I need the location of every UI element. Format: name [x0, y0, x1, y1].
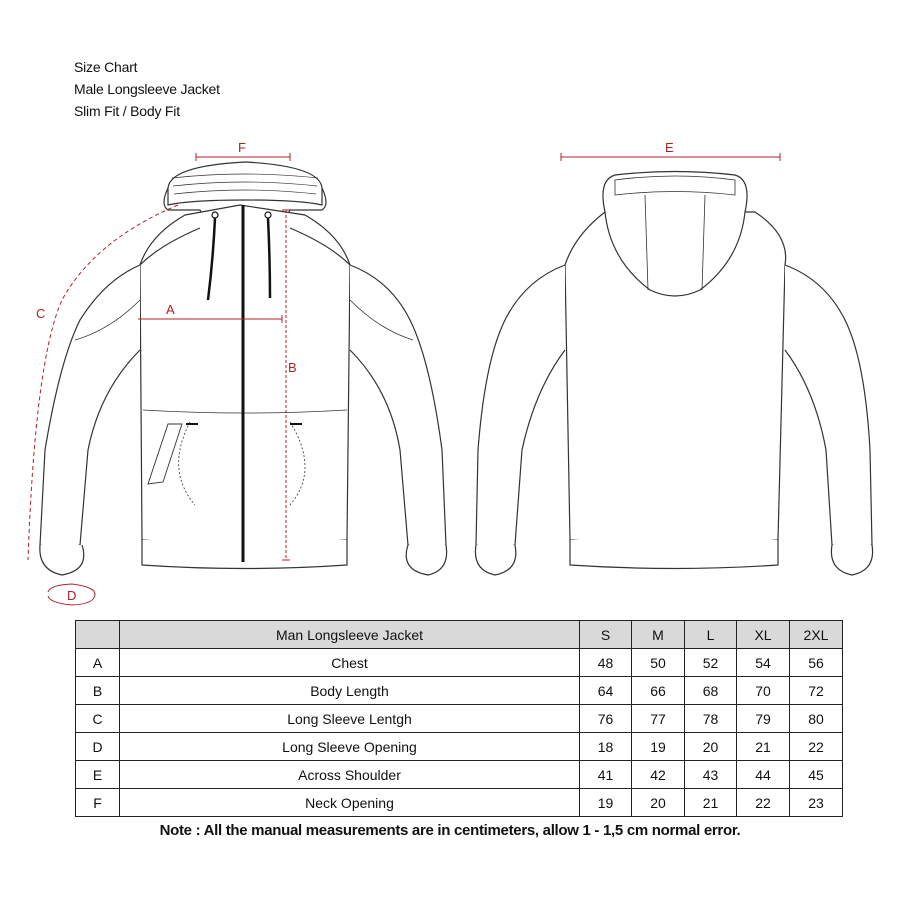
row-value: 22 — [789, 732, 843, 761]
table-row: D Long Sleeve Opening 18 19 20 21 22 — [75, 732, 843, 761]
table-header-row: Man Longsleeve Jacket S M L XL 2XL — [75, 620, 843, 649]
row-value: 20 — [631, 788, 685, 817]
label-a: A — [166, 302, 175, 317]
row-measurement: Across Shoulder — [119, 760, 580, 789]
row-value: 45 — [789, 760, 843, 789]
table-row: A Chest 48 50 52 54 56 — [75, 648, 843, 677]
row-code: D — [75, 732, 120, 761]
row-code: B — [75, 676, 120, 705]
row-value: 18 — [579, 732, 632, 761]
row-measurement: Neck Opening — [119, 788, 580, 817]
row-value: 19 — [631, 732, 685, 761]
row-value: 20 — [684, 732, 737, 761]
row-code: F — [75, 788, 120, 817]
measurement-note: Note : All the manual measurements are i… — [159, 822, 741, 839]
row-value: 52 — [684, 648, 737, 677]
row-value: 76 — [579, 704, 632, 733]
row-value: 70 — [736, 676, 790, 705]
measurement-labels: F A B C D E — [36, 140, 674, 603]
row-value: 68 — [684, 676, 737, 705]
label-c: C — [36, 306, 45, 321]
row-code: C — [75, 704, 120, 733]
row-value: 80 — [789, 704, 843, 733]
table-row: F Neck Opening 19 20 21 22 23 — [75, 788, 843, 817]
header-size: M — [631, 620, 685, 649]
header-size: 2XL — [789, 620, 843, 649]
chart-header: Size Chart Male Longsleeve Jacket Slim F… — [74, 56, 220, 122]
header-corner — [75, 620, 120, 649]
header-title: Size Chart — [74, 59, 138, 75]
header-product: Male Longsleeve Jacket — [74, 81, 220, 97]
row-value: 79 — [736, 704, 790, 733]
measurement-markers — [27, 153, 781, 606]
header-size: XL — [736, 620, 790, 649]
row-value: 64 — [579, 676, 632, 705]
row-value: 19 — [579, 788, 632, 817]
header-size: L — [684, 620, 737, 649]
header-title: Man Longsleeve Jacket — [119, 620, 580, 649]
row-value: 66 — [631, 676, 685, 705]
row-value: 48 — [579, 648, 632, 677]
row-measurement: Long Sleeve Lentgh — [119, 704, 580, 733]
row-value: 56 — [789, 648, 843, 677]
row-value: 21 — [684, 788, 737, 817]
row-measurement: Long Sleeve Opening — [119, 732, 580, 761]
size-table: Man Longsleeve Jacket S M L XL 2XL A Che… — [75, 620, 843, 817]
row-value: 44 — [736, 760, 790, 789]
row-value: 50 — [631, 648, 685, 677]
header-fit: Slim Fit / Body Fit — [74, 103, 180, 119]
label-b: B — [288, 360, 297, 375]
table-row: E Across Shoulder 41 42 43 44 45 — [75, 760, 843, 789]
row-code: E — [75, 760, 120, 789]
row-value: 78 — [684, 704, 737, 733]
header-size: S — [579, 620, 632, 649]
back-jacket-outline — [474, 170, 874, 576]
jacket-technical-drawing: F A B C D E — [27, 140, 874, 606]
row-value: 54 — [736, 648, 790, 677]
row-value: 43 — [684, 760, 737, 789]
row-value: 72 — [789, 676, 843, 705]
row-value: 41 — [579, 760, 632, 789]
row-measurement: Chest — [119, 648, 580, 677]
label-e: E — [665, 140, 674, 155]
row-value: 23 — [789, 788, 843, 817]
row-measurement: Body Length — [119, 676, 580, 705]
row-value: 21 — [736, 732, 790, 761]
label-d: D — [67, 588, 76, 603]
table-row: C Long Sleeve Lentgh 76 77 78 79 80 — [75, 704, 843, 733]
row-value: 22 — [736, 788, 790, 817]
table-row: B Body Length 64 66 68 70 72 — [75, 676, 843, 705]
row-value: 77 — [631, 704, 685, 733]
front-jacket-outline — [39, 161, 448, 576]
row-value: 42 — [631, 760, 685, 789]
label-f: F — [238, 140, 246, 155]
row-code: A — [75, 648, 120, 677]
